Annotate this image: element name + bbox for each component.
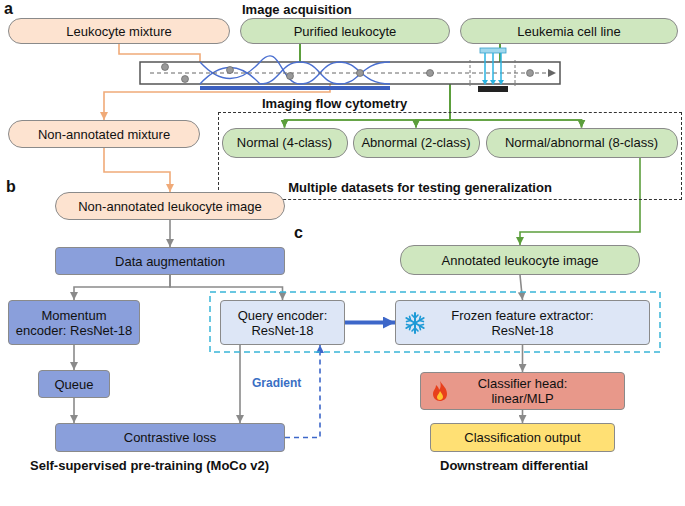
process-box: Contrastive loss — [55, 423, 285, 452]
process-box: Leukocyte mixture — [8, 18, 230, 44]
focusing-wave — [200, 62, 390, 84]
flow-arrowhead — [548, 69, 556, 77]
box-label: Frozen feature extractor: ResNet-18 — [432, 308, 613, 338]
connector — [450, 44, 582, 128]
group-heading: Multiple datasets for testing generaliza… — [219, 180, 621, 195]
snowflake-icon — [404, 312, 426, 334]
box-label: Momentum encoder: ResNet-18 — [15, 308, 133, 338]
process-box: Classification output — [430, 423, 615, 452]
cell — [162, 64, 169, 71]
process-box: Annotated leukocyte image — [400, 245, 640, 275]
panel-letter: c — [294, 224, 303, 242]
process-box: Classifier head: linear/MLP — [420, 372, 625, 410]
laser-arrowheads — [482, 80, 504, 85]
laser-beam — [500, 53, 502, 82]
connector — [520, 158, 640, 246]
process-box: Leukemia cell line — [460, 18, 678, 44]
process-box: Frozen feature extractor: ResNet-18 — [395, 300, 650, 345]
connector — [522, 345, 524, 372]
connector — [74, 275, 170, 300]
process-box: Purified leukocyte — [240, 18, 450, 44]
detector — [478, 86, 508, 92]
box-label: Leukocyte mixture — [66, 24, 172, 39]
box-label: Annotated leukocyte image — [442, 253, 599, 268]
transducer-bar — [200, 86, 390, 90]
flame-icon — [429, 380, 451, 402]
box-label: Abnormal (2-class) — [361, 135, 470, 150]
panel-letter: a — [4, 0, 13, 18]
cell — [427, 70, 434, 77]
connector — [285, 44, 451, 128]
edge-label: Gradient — [250, 376, 303, 390]
section-caption: Downstream differential — [440, 458, 588, 473]
process-box: Momentum encoder: ResNet-18 — [8, 300, 140, 345]
flow-direction-line — [150, 73, 548, 74]
connector — [416, 44, 500, 128]
panel-letter: b — [6, 178, 16, 196]
laser-beam — [484, 53, 486, 82]
box-label: Normal (4-class) — [237, 135, 332, 150]
box-label: Queue — [54, 377, 93, 392]
connector — [285, 44, 501, 128]
box-label: Classifier head: linear/MLP — [457, 376, 588, 406]
box-label: Data augmentation — [115, 254, 225, 269]
box-label: Classification output — [464, 430, 580, 445]
process-box: Data augmentation — [55, 247, 285, 275]
box-label: Non-annotated mixture — [38, 127, 170, 142]
connector — [300, 44, 450, 128]
process-box: Normal/abnormal (8-class) — [486, 128, 678, 158]
box-label: Normal/abnormal (8-class) — [505, 135, 658, 150]
connector — [73, 345, 75, 370]
cell — [527, 70, 534, 77]
cell — [227, 67, 234, 74]
box-label: Leukemia cell line — [517, 24, 620, 39]
process-box: Query encoder: ResNet-18 — [220, 300, 345, 345]
connector — [169, 220, 171, 247]
process-box: Non-annotated mixture — [8, 120, 200, 148]
detection-window — [470, 60, 471, 86]
box-label: Non-annotated leukocyte image — [78, 199, 262, 214]
box-label: Purified leukocyte — [294, 24, 397, 39]
process-box: Normal (4-class) — [222, 128, 348, 158]
shared-encoder-frame — [210, 292, 660, 352]
laser-beam — [492, 53, 494, 82]
cell — [182, 76, 189, 83]
section-caption: Image acquisition — [242, 2, 352, 17]
process-box: Queue — [38, 370, 110, 398]
section-caption: Imaging flow cytometry — [262, 96, 407, 111]
connector — [520, 275, 523, 300]
laser-lens — [480, 48, 506, 53]
connector — [73, 398, 75, 423]
detection-window — [515, 60, 516, 86]
connector — [170, 275, 283, 300]
connector — [239, 345, 241, 423]
cell — [357, 70, 364, 77]
focusing-wave — [200, 56, 390, 84]
connector — [285, 345, 320, 438]
dataset-group: Multiple datasets for testing generaliza… — [218, 112, 682, 200]
cell — [287, 73, 294, 80]
connector — [522, 410, 524, 423]
process-box: Non-annotated leukocyte image — [55, 192, 285, 220]
connector — [345, 321, 395, 325]
box-label: Contrastive loss — [124, 430, 216, 445]
section-caption: Self-supervised pre-training (MoCo v2) — [30, 458, 269, 473]
box-label: Query encoder: ResNet-18 — [227, 308, 338, 338]
process-box: Abnormal (2-class) — [353, 128, 480, 158]
connector — [300, 44, 582, 128]
connector — [104, 148, 170, 192]
